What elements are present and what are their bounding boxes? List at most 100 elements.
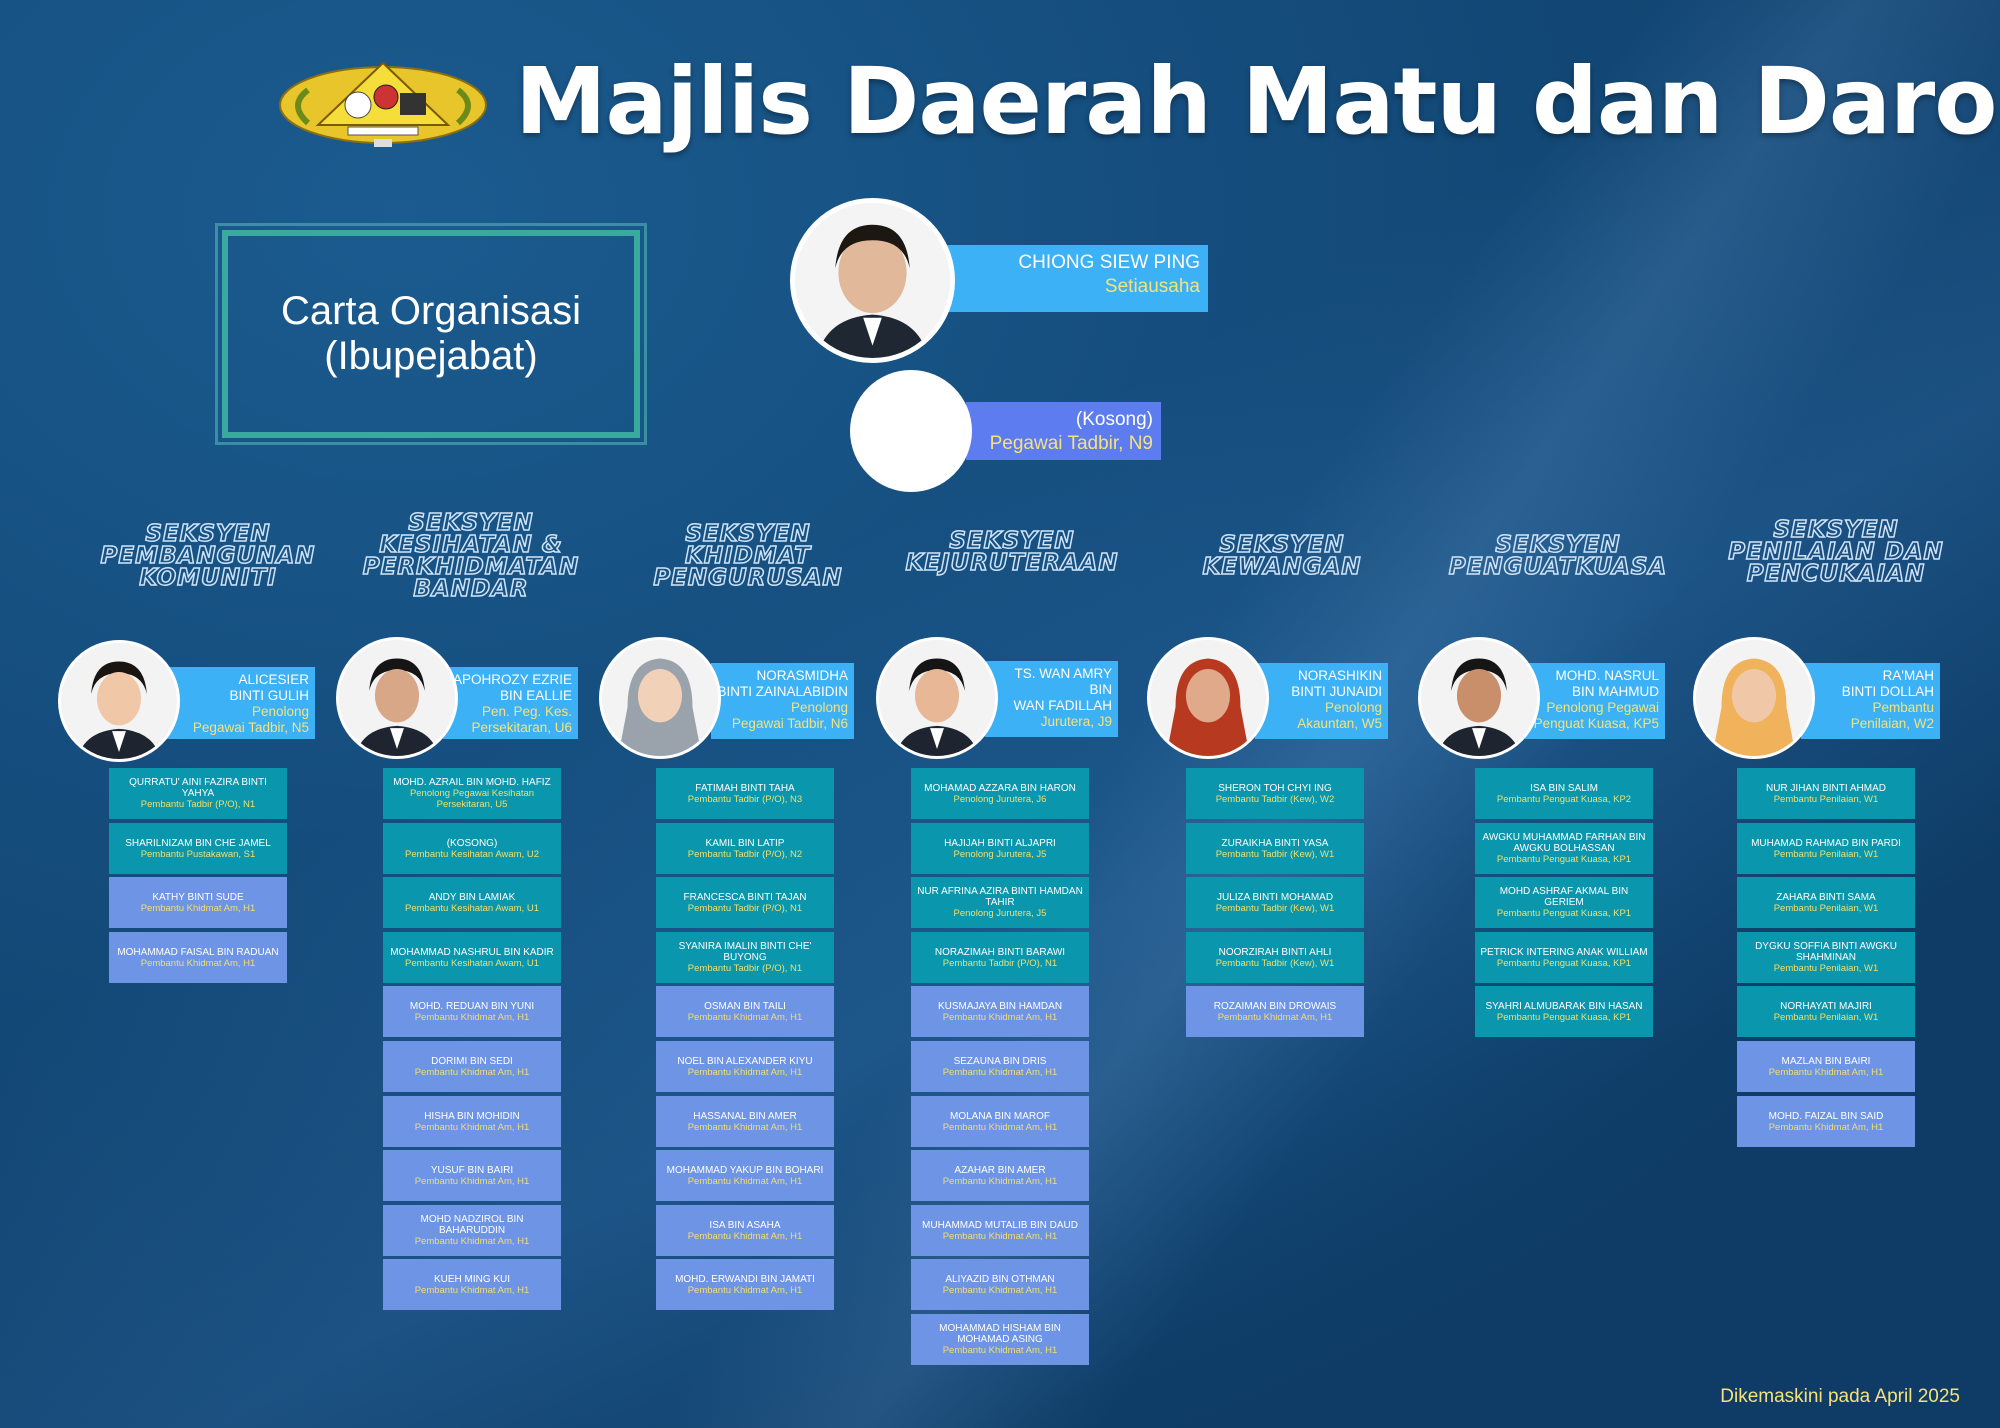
section-2-lead-name: APOHROZY EZRIE — [452, 672, 572, 687]
staff-name: ISA BIN SALIM — [1530, 782, 1598, 794]
section-7-lead-role: Penilaian, W2 — [1850, 716, 1934, 731]
section-3-lead-photo — [599, 637, 721, 759]
staff-role: Pembantu Tadbir (Kew), W2 — [1215, 793, 1335, 805]
staff-name: MOHAMMAD NASHRUL BIN KADIR — [390, 946, 554, 958]
vacant-officer-photo — [850, 370, 972, 492]
staff-role: Pembantu Penilaian, W1 — [1773, 848, 1879, 860]
section-1-title-line: KOMUNITI — [138, 565, 277, 591]
staff-name: NUR JIHAN BINTI AHMAD — [1765, 782, 1886, 794]
staff-role: Pembantu Khidmat Am, H1 — [1768, 1066, 1884, 1078]
staff-name: DORIMI BIN SEDI — [431, 1055, 513, 1067]
staff-name: MUHAMAD RAHMAD BIN PARDI — [1751, 837, 1901, 849]
staff-role: Pembantu Khidmat Am, H1 — [687, 1230, 803, 1242]
staff-name: HISHA BIN MOHIDIN — [424, 1110, 520, 1122]
section-7-lead-name: RA'MAH — [1882, 668, 1934, 683]
staff-name: KAMIL BIN LATIP — [705, 837, 785, 849]
staff-role: Pembantu Tadbir (P/O), N2 — [687, 848, 803, 860]
staff-role: Pembantu Khidmat Am, H1 — [1768, 1121, 1884, 1133]
staff-name: ISA BIN ASAHA — [709, 1219, 781, 1231]
staff-role: Pembantu Khidmat Am, H1 — [140, 957, 256, 969]
staff-role: Pembantu Penilaian, W1 — [1773, 793, 1879, 805]
section-7-title-line: PENCUKAIAN — [1746, 561, 1926, 587]
section-2-staff-box: (KOSONG)Pembantu Kesihatan Awam, U2 — [383, 823, 561, 874]
staff-role: Pembantu Khidmat Am, H1 — [414, 1236, 530, 1247]
section-6-title-line: SEKSYEN — [1495, 532, 1621, 558]
staff-role: Pembantu Tadbir (P/O), N1 — [687, 902, 803, 914]
staff-role: Pembantu Khidmat Am, H1 — [942, 1121, 1058, 1133]
section-4-title-line: SEKSYEN — [949, 528, 1075, 554]
staff-role: Pembantu Penguat Kuasa, KP2 — [1496, 793, 1632, 805]
staff-role: Pembantu Tadbir (P/O), N3 — [687, 793, 803, 805]
staff-role: Pembantu Khidmat Am, H1 — [414, 1066, 530, 1078]
staff-name: SHARILNIZAM BIN CHE JAMEL — [125, 837, 271, 849]
staff-role: Pembantu Khidmat Am, H1 — [942, 1284, 1058, 1296]
staff-role: Pembantu Khidmat Am, H1 — [942, 1230, 1058, 1242]
staff-name: ANDY BIN LAMIAK — [428, 891, 516, 903]
staff-role: Pembantu Khidmat Am, H1 — [687, 1121, 803, 1133]
section-6-lead-name: BIN MAHMUD — [1572, 684, 1659, 699]
section-2-lead-role: Persekitaran, U6 — [471, 720, 572, 735]
staff-role: Pembantu Tadbir (P/O), N1 — [687, 963, 803, 974]
staff-name: MOHD NADZIROL BIN BAHARUDDIN — [420, 1214, 524, 1236]
staff-name: MUHAMMAD MUTALIB BIN DAUD — [922, 1219, 1078, 1231]
staff-name: PETRICK INTERING ANAK WILLIAM — [1480, 946, 1648, 958]
staff-role: Pembantu Khidmat Am, H1 — [942, 1011, 1058, 1023]
section-2-lead-role: Pen. Peg. Kes. — [481, 704, 572, 719]
staff-role: Pembantu Khidmat Am, H1 — [414, 1284, 530, 1296]
staff-name: JULIZA BINTI MOHAMAD — [1216, 891, 1334, 903]
section-3-title-line: SEKSYEN — [685, 521, 811, 547]
section-2-title-line: SEKSYEN — [408, 510, 534, 536]
staff-name: HASSANAL BIN AMER — [693, 1110, 797, 1122]
staff-name: NORAZIMAH BINTI BARAWI — [934, 946, 1066, 958]
staff-name: DYGKU SOFFIA BINTI AWGKU SHAHMINAN — [1755, 941, 1897, 963]
staff-role: Pembantu Khidmat Am, H1 — [942, 1175, 1058, 1187]
section-1-lead-name: BINTI GULIH — [229, 688, 309, 703]
section-5-lead-photo — [1147, 637, 1269, 759]
staff-role: Pembantu Kesihatan Awam, U2 — [405, 848, 539, 860]
section-3-title-line: KHIDMAT — [684, 543, 811, 569]
vacant-officer-card: (Kosong) Pegawai Tadbir, N9 — [966, 402, 1161, 460]
staff-name: OSMAN BIN TAILI — [704, 1000, 786, 1012]
staff-name: (KOSONG) — [446, 837, 498, 849]
section-2-title-line: KESIHATAN & — [378, 532, 563, 558]
section-1-title-line: PEMBANGUNAN — [100, 543, 316, 569]
staff-name: SHERON TOH CHYI ING — [1218, 782, 1332, 794]
section-3-lead-name: BINTI ZAINALABIDIN — [717, 684, 848, 699]
section-7-title-line: PENILAIAN DAN — [1727, 539, 1944, 565]
section-2-lead-name: BIN EALLIE — [499, 688, 572, 703]
staff-name: ALIYAZID BIN OTHMAN — [945, 1273, 1055, 1285]
section-5-lead-name: NORASHIKIN — [1297, 668, 1382, 683]
staff-name: ZAHARA BINTI SAMA — [1776, 891, 1876, 903]
staff-role: Pembantu Penilaian, W1 — [1773, 1011, 1879, 1023]
staff-name: NORHAYATI MAJIRI — [1780, 1000, 1872, 1012]
staff-name: ZURAIKHA BINTI YASA — [1221, 837, 1329, 849]
section-4-lead-role: Jurutera, J9 — [1040, 714, 1112, 729]
staff-name: NUR AFRINA AZIRA BINTI HAMDAN TAHIR — [917, 886, 1083, 908]
